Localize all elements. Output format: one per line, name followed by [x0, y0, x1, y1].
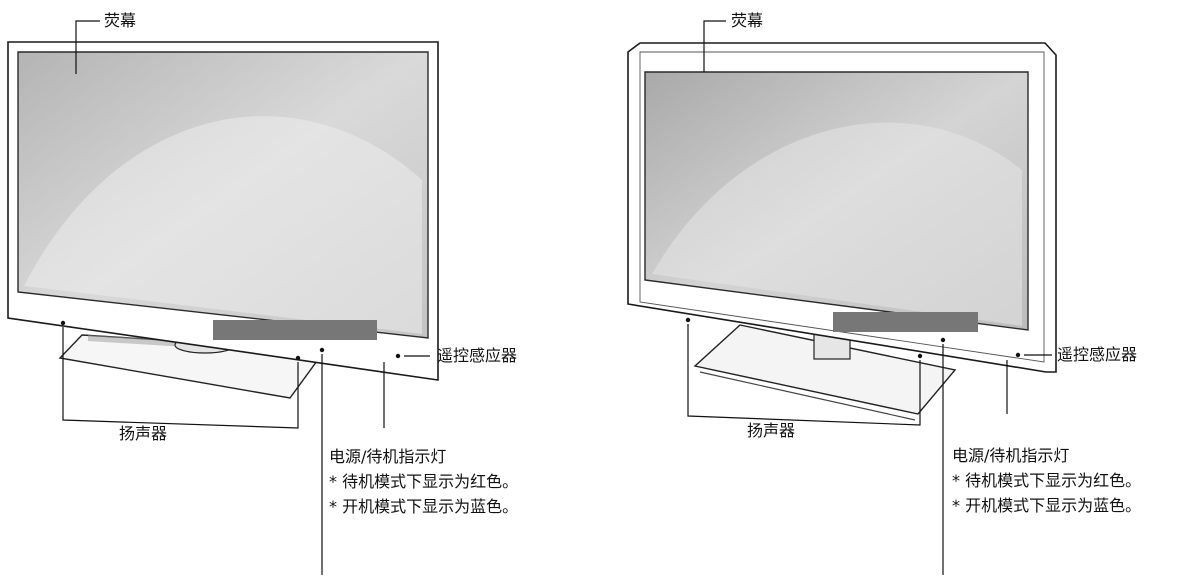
left-on-note: * 开机模式下显示为蓝色。	[329, 497, 519, 516]
left-speaker-dot	[60, 320, 66, 326]
right-power-indicator-title: 电源/待机指示灯	[952, 446, 1070, 465]
left-speaker-strip	[213, 320, 377, 340]
right-speaker-bracket	[687, 324, 921, 426]
right-screen-label: 荧幕	[731, 11, 764, 30]
left-speaker-dot-2	[295, 355, 301, 361]
left-speaker-bracket	[62, 327, 299, 429]
left-speaker-label: 扬声器	[119, 424, 168, 443]
right-power-indicator-note: 电源/待机指示灯 * 待机模式下显示为红色。 * 开机模式下显示为蓝色。	[952, 443, 1141, 518]
left-power-indicator-title: 电源/待机指示灯	[329, 447, 447, 466]
left-screen-reflection	[24, 116, 422, 334]
right-screen-leader	[703, 20, 726, 72]
right-stand-base	[693, 324, 957, 415]
right-stand-base-edge	[699, 371, 916, 421]
left-power-led	[319, 347, 325, 353]
right-speaker-strip	[833, 312, 978, 332]
right-speaker-dot-2	[917, 353, 923, 359]
right-speaker-dot	[685, 317, 691, 323]
left-tv	[7, 20, 439, 575]
right-screen-reflection	[652, 122, 1022, 326]
right-standby-note: * 待机模式下显示为红色。	[952, 471, 1142, 490]
right-tv-bezel-inner	[639, 51, 1045, 363]
left-standby-note: * 待机模式下显示为红色。	[329, 472, 519, 491]
right-on-note: * 开机模式下显示为蓝色。	[952, 496, 1142, 515]
right-tv	[627, 20, 1057, 575]
left-power-indicator-note: 电源/待机指示灯 * 待机模式下显示为红色。 * 开机模式下显示为蓝色。	[329, 444, 518, 519]
left-screen-label: 荧幕	[104, 11, 137, 30]
right-speaker-label: 扬声器	[747, 421, 796, 440]
right-remote-sensor-label: 遥控感应器	[1057, 345, 1138, 364]
left-remote-sensor	[395, 353, 401, 359]
right-remote-sensor	[1015, 352, 1021, 358]
left-remote-sensor-label: 遥控感应器	[437, 346, 518, 365]
left-screen-leader	[75, 20, 100, 74]
right-power-led	[940, 337, 946, 343]
